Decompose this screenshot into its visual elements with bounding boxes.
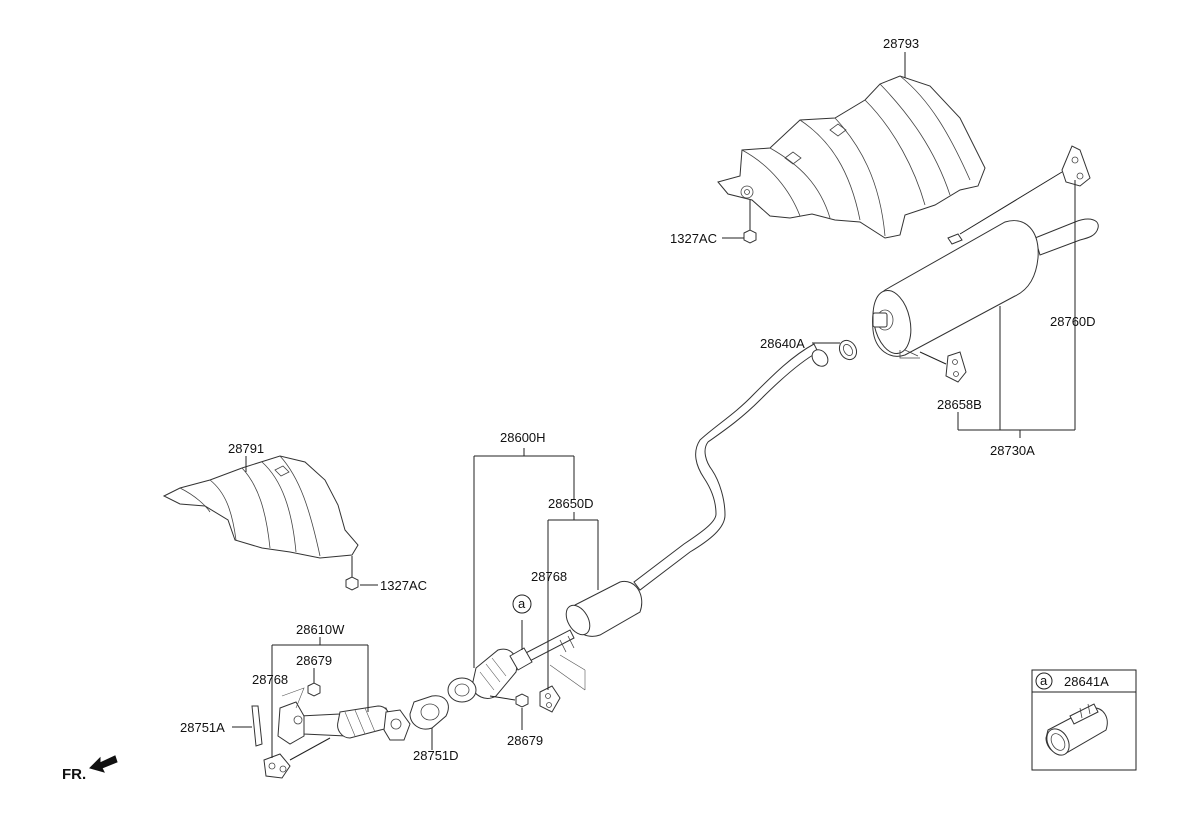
front-pipe-28610W	[277, 701, 411, 761]
label-28658B: 28658B	[937, 397, 982, 412]
nut-28679-mid	[489, 693, 529, 730]
inset-28641A	[1031, 669, 1137, 771]
catalytic-converter	[447, 620, 533, 703]
rear-muffler	[872, 218, 1099, 359]
hanger-28760D	[947, 145, 1091, 245]
label-28640A: 28640A	[760, 336, 805, 351]
resonator-28650D	[519, 580, 643, 691]
hanger-28768-mid	[539, 685, 561, 713]
label-28610W: 28610W	[296, 622, 345, 637]
label-28641A: 28641A	[1064, 674, 1109, 689]
inset-a: a	[1040, 673, 1048, 688]
label-28730A: 28730A	[990, 443, 1035, 458]
heat-shield-front	[162, 455, 359, 559]
label-28760D: 28760D	[1050, 314, 1096, 329]
hanger-28658B	[919, 351, 967, 383]
label-28791: 28791	[228, 441, 264, 456]
callout-a: a	[518, 596, 526, 611]
callout-a-circle	[512, 594, 532, 614]
label-28768-left: 28768	[252, 672, 288, 687]
label-28679-left: 28679	[296, 653, 332, 668]
label-fr: FR.	[62, 766, 86, 783]
label-28768-mid: 28768	[531, 569, 567, 584]
nut-1327AC-left	[345, 556, 378, 591]
label-1327AC-top: 1327AC	[670, 231, 717, 246]
label-28793: 28793	[883, 36, 919, 51]
hanger-28768-left	[263, 753, 291, 779]
label-28679-mid: 28679	[507, 733, 543, 748]
label-28751D: 28751D	[413, 748, 459, 763]
nut-28679-left	[307, 668, 321, 697]
center-pipe	[633, 343, 829, 591]
gasket-28751A	[232, 705, 263, 747]
label-28600H: 28600H	[500, 430, 546, 445]
label-28650D: 28650D	[548, 496, 594, 511]
clamp-28640A	[812, 339, 858, 361]
label-1327AC-left: 1327AC	[380, 578, 427, 593]
label-28751A: 28751A	[180, 720, 225, 735]
gasket-28751D	[409, 695, 449, 750]
nut-1327AC-top	[722, 200, 757, 244]
heat-shield-rear	[717, 75, 986, 239]
front-arrow-icon	[89, 755, 118, 773]
